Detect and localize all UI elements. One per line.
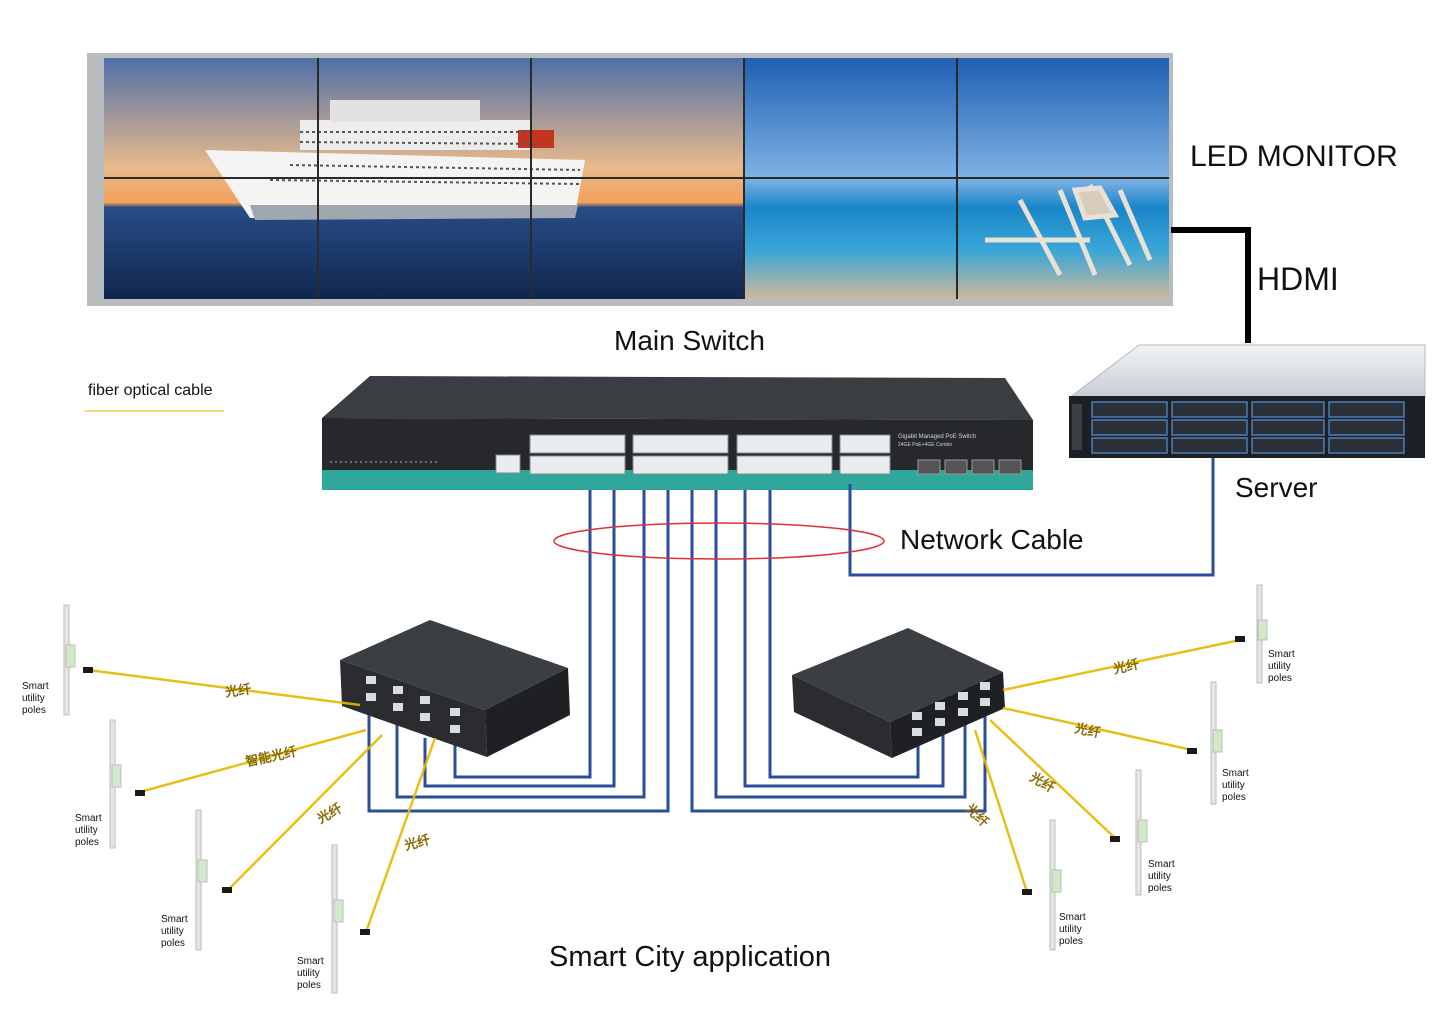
fiber-lines [87,638,1241,933]
server [1067,344,1426,458]
led-monitor [87,53,1173,306]
switch-brand-text: Gigabit Managed PoE Switch [898,434,976,440]
switch-model-text: 24GE PoE+4GE Combo [898,442,952,448]
server-label: Server [1235,472,1318,503]
fiber-optical-cable-legend: fiber optical cable [88,382,213,399]
network-cable-label: Network Cable [900,524,1084,555]
smart-poles [63,584,1268,994]
right-sub-switch [792,628,1005,758]
cable-highlight-ellipse [553,522,885,560]
beach-chairs-image [985,183,1153,277]
fiber-tag: 光纤 [224,681,253,700]
hdmi-label: HDMI [1257,261,1339,297]
main-switch [322,376,1033,490]
pole-nodes [83,636,1245,935]
left-sub-switch [340,620,570,757]
main-switch-label: Main Switch [614,325,765,356]
hdmi-cable [1171,227,1251,343]
network-cables [367,458,1215,813]
smart-city-label: Smart City application [549,941,832,973]
led-monitor-label: LED MONITOR [1190,140,1398,173]
cruise-ship-image [205,100,585,220]
